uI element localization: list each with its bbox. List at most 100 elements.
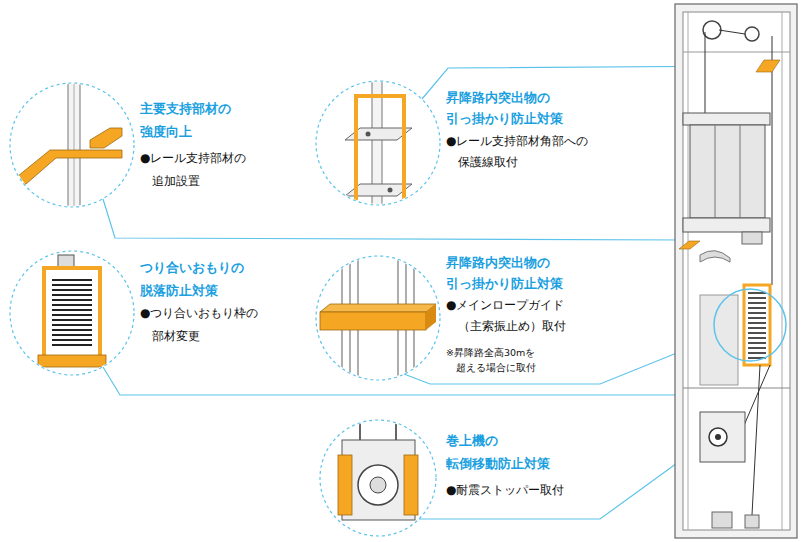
elevator-shaft (748, 322, 766, 324)
elevator-shaft (740, 125, 741, 218)
rail-bracket-figure (18, 150, 122, 184)
machine-stopper-figure (358, 465, 398, 505)
callout-note: ※昇降路全高30mを 超える場合に取付 (446, 345, 541, 375)
elevator-shaft (756, 60, 780, 72)
elevator-shaft (683, 12, 790, 530)
elevator-shaft (688, 12, 689, 530)
elevator-shaft (675, 4, 797, 538)
counterweight-figure (52, 299, 92, 301)
elevator-shaft (683, 113, 770, 125)
counterweight-figure (52, 344, 92, 346)
elevator-shaft (772, 36, 773, 285)
leader-line (404, 338, 714, 384)
protection-wire-figure (356, 96, 404, 205)
elevator-shaft (679, 241, 700, 249)
protection-wire-figure (345, 80, 412, 210)
leader-line (103, 367, 702, 395)
callout-group: つり合いおもりの 脱落防止対策●つり合いおもり枠の 部材変更 (8, 249, 278, 377)
elevator-shaft (675, 4, 797, 538)
counterweight-figure (52, 304, 92, 306)
elevator-shaft (714, 289, 786, 361)
rope-guide-figure (320, 304, 436, 312)
counterweight-figure (52, 339, 92, 341)
leader-line (103, 199, 686, 240)
callout-group: 昇降路内突出物の 引っ掛かり防止対策●レール支持部材角部への 保護線取付 (314, 79, 604, 209)
elevator-shaft (748, 292, 766, 294)
callout-circle (10, 83, 134, 207)
rope-guide-figure (426, 304, 436, 330)
elevator-shaft (742, 232, 762, 244)
elevator-shaft (782, 12, 783, 530)
callout-circle (320, 420, 436, 536)
elevator-shaft (712, 512, 732, 528)
callout-circle (316, 81, 440, 205)
callout-group: 主要支持部材の 強度向上●レール支持部材の 追加設置 (8, 80, 278, 212)
rail-bracket-figure (18, 80, 122, 220)
callout-heading: 巻上機の 転倒移動防止対策 (446, 429, 556, 475)
counterweight-figure (52, 314, 92, 316)
elevator-shaft (748, 312, 766, 314)
counterweight-figure (52, 294, 92, 296)
elevator-shaft (748, 337, 766, 339)
counterweight-figure (52, 324, 92, 326)
callout-circle (316, 256, 440, 380)
callout-group: 昇降路内突出物の 引っ掛かり防止対策●メインロープガイド （主索振止め）取付 ※昇… (314, 250, 604, 384)
elevator-shaft (744, 285, 770, 365)
elevator-shaft (748, 302, 766, 304)
elevator-shaft (748, 327, 766, 329)
elevator-shaft (742, 365, 770, 430)
elevator-shaft (748, 317, 766, 319)
counterweight-figure (52, 309, 92, 311)
leader-line (103, 66, 752, 519)
callout-circle (10, 251, 134, 375)
callout-body: ●メインロープガイド （主索振止め）取付 (446, 295, 582, 337)
machine-stopper-figure (370, 477, 386, 493)
callout-body: ●つり合いおもり枠の 部材変更 (140, 302, 267, 347)
counterweight-figure (52, 279, 92, 281)
protection-wire-figure (366, 132, 371, 137)
elevator-shaft (745, 27, 759, 41)
elevator-shaft (748, 347, 766, 349)
counterweight-figure (52, 319, 92, 321)
elevator-shaft (748, 307, 766, 309)
callout-body: ●レール支持部材の 追加設置 (140, 147, 264, 193)
elevator-shaft (719, 30, 745, 34)
elevator-shaft (683, 52, 790, 53)
counterweight-figure (38, 355, 106, 367)
elevator-shaft (683, 218, 770, 232)
elevator-shaft (700, 412, 745, 462)
counterweight-figure (44, 268, 100, 358)
callout-body: ●レール支持部材角部への 保護線取付 (446, 131, 597, 173)
elevator-shaft (715, 125, 716, 218)
elevator-shaft (748, 342, 766, 344)
elevator-shaft (745, 515, 759, 528)
elevator-shaft (752, 365, 760, 515)
elevator-shaft (700, 251, 730, 262)
rail-bracket-figure (90, 128, 122, 148)
elevator-shaft (683, 388, 790, 389)
machine-stopper-figure (404, 455, 418, 515)
counterweight-figure (38, 255, 106, 367)
elevator-shaft (705, 32, 706, 113)
elevator-shaft (690, 125, 765, 218)
machine-stopper-figure (338, 415, 418, 520)
callout-heading: 昇降路内突出物の 引っ掛かり防止対策 (446, 87, 569, 129)
elevator-shaft (748, 352, 766, 354)
elevator-shaft (700, 295, 738, 385)
callout-body: ●耐震ストッパー取付 (446, 479, 564, 502)
machine-stopper-figure (338, 455, 352, 515)
elevator-shaft (748, 297, 766, 299)
elevator-shaft (715, 434, 721, 440)
elevator-shaft (703, 21, 721, 39)
protection-wire-figure (388, 188, 393, 193)
counterweight-figure (52, 334, 92, 336)
counterweight-figure (52, 280, 92, 345)
elevator-shaft (709, 428, 727, 446)
elevator-shaft (748, 332, 766, 334)
counterweight-figure (52, 329, 92, 331)
callout-heading: 主要支持部材の 強度向上 (140, 97, 238, 143)
counterweight-figure (52, 284, 92, 286)
callout-heading: 昇降路内突出物の 引っ掛かり防止対策 (446, 252, 569, 294)
